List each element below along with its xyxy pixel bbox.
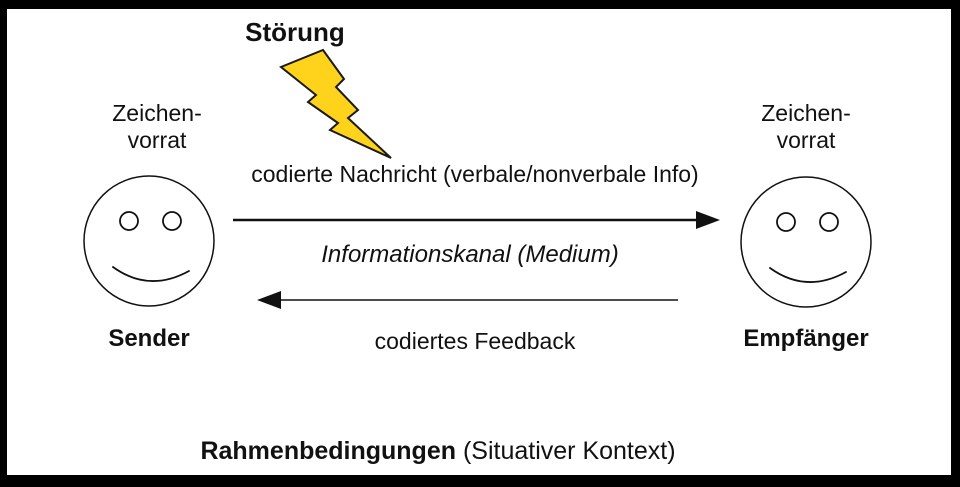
context-footer-regular: (Situativer Kontext): [456, 437, 676, 465]
sender-left-eye: [119, 211, 139, 231]
receiver-vocabulary-line2: vorrat: [776, 127, 836, 153]
receiver-vocabulary-label: Zeichen- vorrat: [738, 100, 874, 154]
context-footer-bold: Rahmenbedingungen: [200, 437, 457, 465]
sender-smile: [112, 266, 190, 282]
receiver-label: Empfänger: [743, 325, 869, 352]
receiver-vocabulary-line1: Zeichen-: [761, 100, 851, 126]
sender-vocabulary-line1: Zeichen-: [112, 100, 202, 126]
context-footer-label: Rahmenbedingungen (Situativer Kontext): [0, 437, 876, 466]
receiver-right-eye: [819, 212, 839, 232]
lightning-bolt-icon: [279, 48, 392, 159]
sender-smiley-face-icon: [83, 175, 215, 307]
disturbance-label: Störung: [245, 17, 345, 47]
sender-right-eye: [162, 211, 182, 231]
sender-label: Sender: [108, 325, 190, 352]
sender-vocabulary-line2: vorrat: [127, 127, 187, 153]
arrow-left-icon: [257, 291, 678, 309]
channel-label: Informationskanal (Medium): [321, 241, 619, 268]
feedback-label: codiertes Feedback: [374, 328, 576, 354]
receiver-smiley-face-icon: [740, 176, 872, 308]
sender-vocabulary-label: Zeichen- vorrat: [89, 100, 225, 154]
receiver-left-eye: [776, 212, 796, 232]
receiver-smile: [769, 267, 847, 283]
coded-message-label: codierte Nachricht (verbale/nonverbale I…: [251, 161, 699, 187]
arrow-right-icon: [233, 211, 720, 229]
